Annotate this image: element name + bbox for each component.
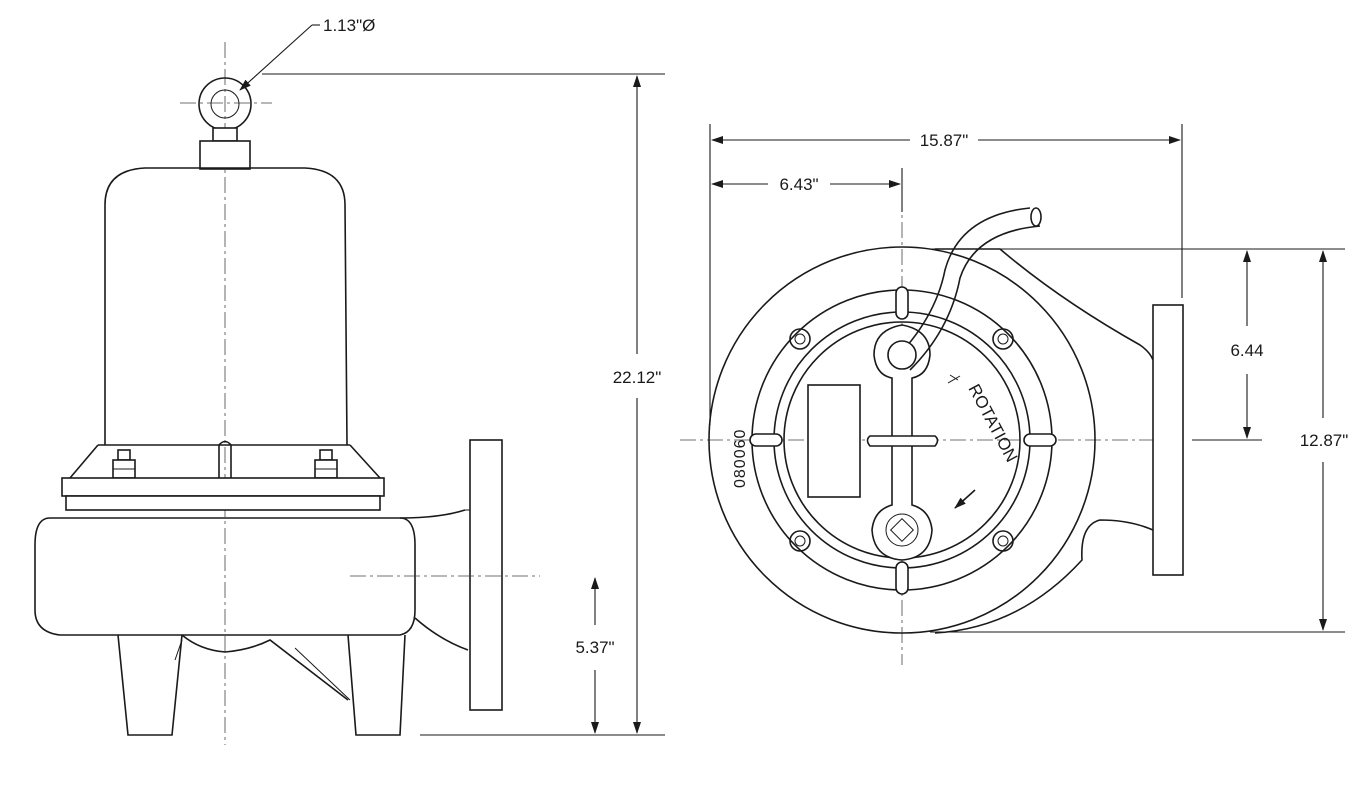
seal-flange-upper (61, 477, 385, 497)
eye-diameter-leader (239, 24, 313, 91)
motor-housing (104, 167, 348, 446)
rotation-label: ROTATION (964, 381, 1021, 465)
eye-diameter-label: 1.13"Ø (323, 16, 375, 35)
overall-height-label: 22.12" (613, 368, 662, 387)
lug-south (895, 561, 909, 595)
discharge-height-label: 5.37" (575, 638, 614, 657)
housing-lug (218, 440, 232, 478)
eye-bolt (198, 77, 252, 170)
side-view (34, 42, 540, 745)
nameplate (807, 384, 861, 498)
side-dimensions: 1.13"Ø 22.12" 5.37" (239, 16, 665, 736)
top-bolt-ne (992, 328, 1014, 350)
overall-depth-label: 12.87" (1300, 431, 1349, 450)
center-to-discharge-top-label: 6.44 (1230, 341, 1263, 360)
side-discharge-flange (469, 439, 503, 711)
rotation-arrow-icon (954, 489, 976, 509)
top-bolt-se (992, 530, 1014, 552)
rotation-tail-icon (947, 374, 961, 384)
center-to-back-label: 6.43" (779, 175, 818, 194)
top-outer-casing (708, 246, 1096, 634)
housing-taper-left (69, 444, 99, 479)
discharge-neck-bottom (414, 617, 469, 651)
top-discharge-flange (1152, 304, 1184, 576)
top-view (680, 195, 1184, 665)
housing-taper-right (349, 444, 381, 479)
side-bolt-left (112, 449, 136, 479)
seal-flange-lower (65, 495, 381, 511)
lug-north (895, 286, 909, 320)
inlet-bottom (181, 634, 349, 701)
overall-width-label: 15.87" (920, 131, 969, 150)
lug-west (749, 433, 783, 447)
top-volute-outline (935, 248, 1154, 361)
top-bolt-sw (789, 530, 811, 552)
casting-number: 080060 (732, 429, 749, 488)
side-bolt-right (314, 449, 338, 479)
top-bolt-nw (789, 328, 811, 350)
leg-right (347, 634, 406, 736)
lug-east (1023, 433, 1057, 447)
volute-casing (34, 517, 416, 636)
handle-crossbar (866, 435, 939, 447)
top-dimensions: 15.87" 6.43" 6.44 12.87" (709, 124, 1349, 633)
discharge-neck-top (399, 509, 466, 519)
leg-left (117, 634, 183, 736)
power-cable (891, 207, 1031, 363)
